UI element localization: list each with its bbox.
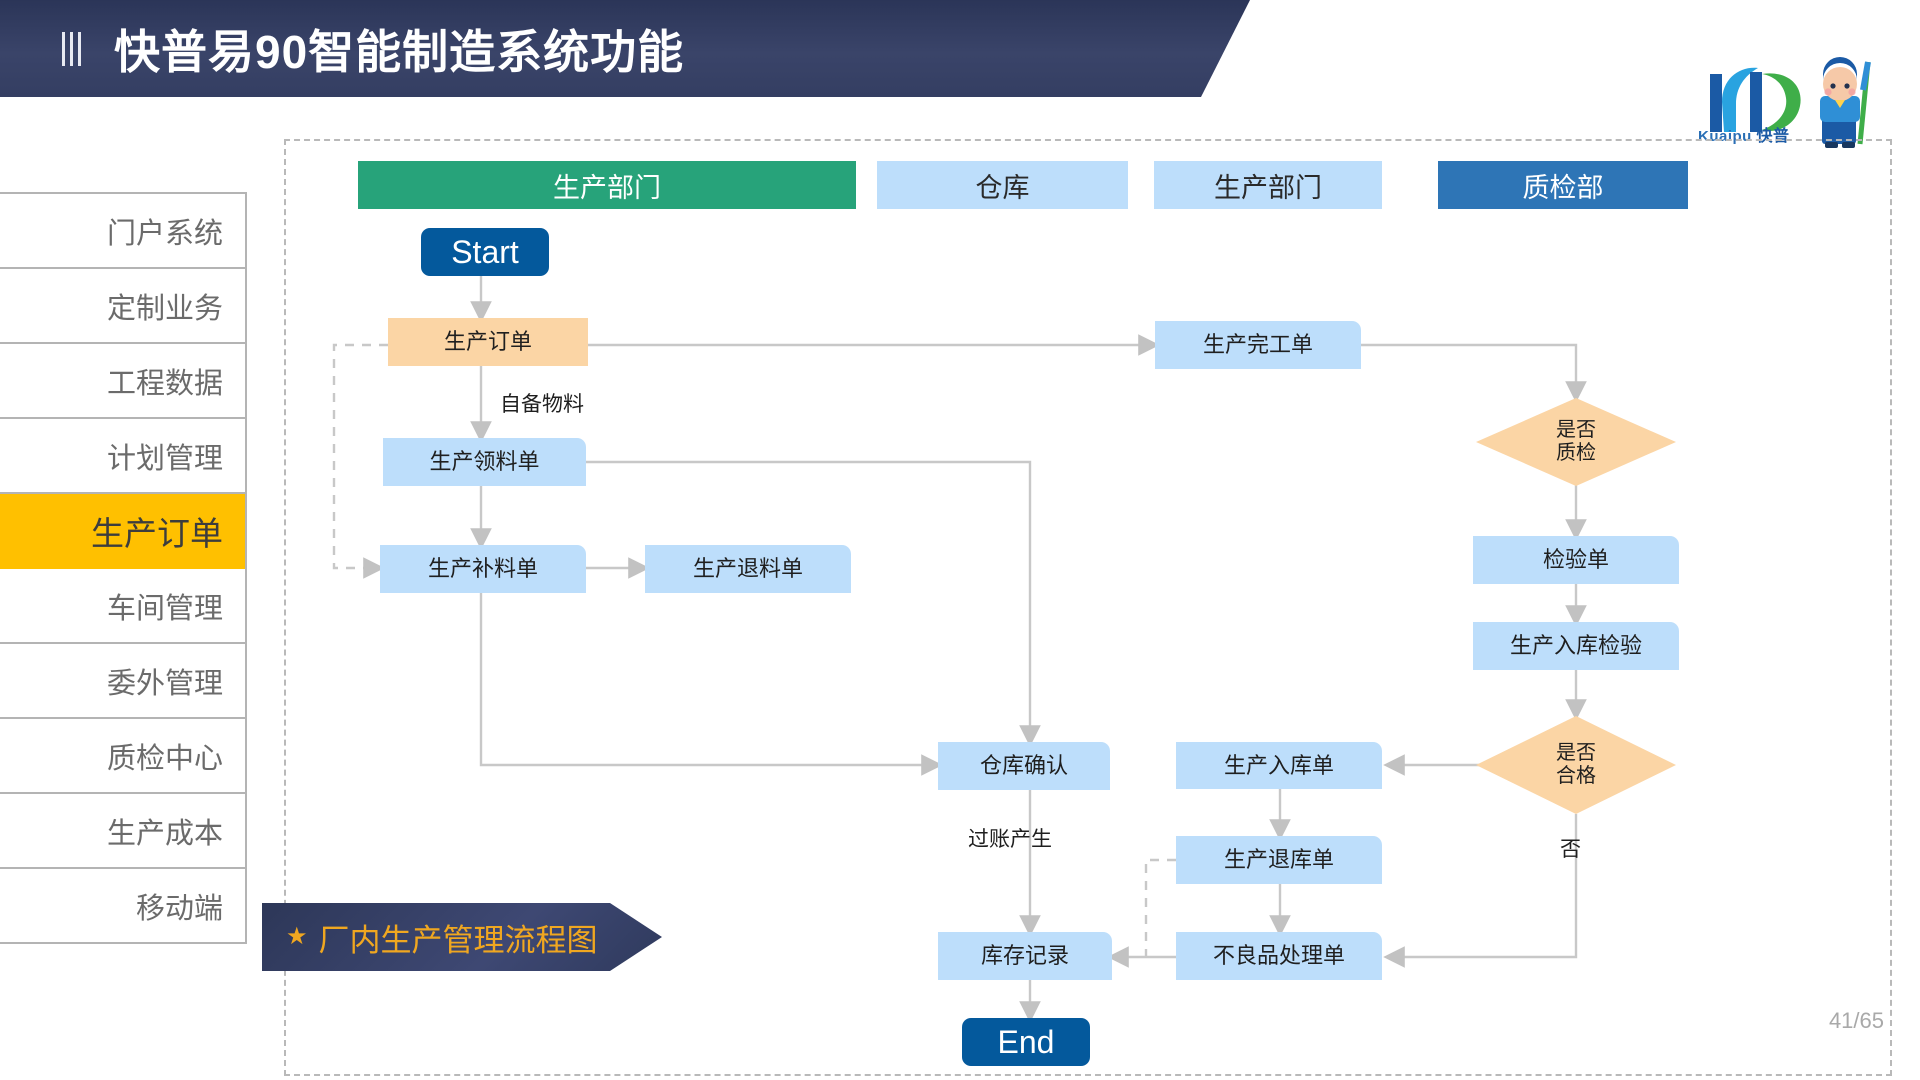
lane-header-production-2: 生产部门 (1154, 161, 1382, 209)
flowchart-canvas (284, 139, 1892, 1076)
node-pass-decision-label: 是否 合格 (1556, 742, 1596, 788)
hamburger-bars-icon (62, 31, 81, 66)
lane-label: 生产部门 (553, 172, 661, 203)
node-qc-decision-label: 是否 质检 (1556, 419, 1596, 465)
decision-line-2: 质检 (1556, 442, 1596, 464)
node-inbound-doc[interactable]: 生产入库单 (1176, 742, 1382, 789)
page-number: 41/65 (1828, 1008, 1884, 1033)
sidebar-item-label: 计划管理 (106, 442, 223, 475)
lane-header-warehouse: 仓库 (877, 161, 1128, 209)
star-icon: ★ (286, 923, 308, 950)
slide-header: 快普易90智能制造系统功能 (0, 0, 1250, 97)
kp-monogram-icon (1710, 57, 1871, 148)
node-end[interactable]: End (962, 1018, 1090, 1066)
edge-label-self-material: 自备物料 (500, 393, 584, 416)
caption-text: 厂内生产管理流程图 (318, 922, 598, 958)
node-qc-decision[interactable]: 是否 质检 (1476, 398, 1676, 486)
sidebar-item-label: 门户系统 (106, 217, 223, 250)
node-inspection-doc[interactable]: 检验单 (1473, 536, 1679, 584)
lane-label: 生产部门 (1214, 172, 1322, 203)
sidebar-item-prod-cost[interactable]: 生产成本 (0, 794, 245, 869)
node-start[interactable]: Start (421, 228, 549, 276)
lane-header-production-1: 生产部门 (358, 161, 856, 209)
decision-line-2: 合格 (1556, 765, 1596, 787)
caption-banner: ★ 厂内生产管理流程图 (262, 903, 662, 971)
page-title: 快普易90智能制造系统功能 (114, 25, 685, 78)
lane-header-qc-dept: 质检部 (1438, 161, 1688, 209)
node-production-order[interactable]: 生产订单 (388, 318, 588, 366)
node-outbound-return[interactable]: 生产退库单 (1176, 836, 1382, 884)
decision-line-1: 是否 (1556, 419, 1596, 441)
node-inbound-inspection[interactable]: 生产入库检验 (1473, 622, 1679, 670)
sidebar-item-custom[interactable]: 定制业务 (0, 269, 245, 344)
node-return-list[interactable]: 生产退料单 (645, 545, 851, 593)
node-pick-list[interactable]: 生产领料单 (383, 438, 586, 486)
sidebar-item-label: 委外管理 (106, 667, 223, 700)
sidebar-item-portal[interactable]: 门户系统 (0, 194, 245, 269)
lane-label: 仓库 (975, 172, 1030, 203)
node-refill-list[interactable]: 生产补料单 (380, 545, 586, 593)
edge-label-posting: 过账产生 (968, 828, 1052, 851)
node-stock-record[interactable]: 库存记录 (938, 932, 1112, 980)
sidebar-item-workshop[interactable]: 车间管理 (0, 569, 245, 644)
edge-label-no-branch: 否 (1560, 838, 1581, 861)
node-defect-doc[interactable]: 不良品处理单 (1176, 932, 1382, 980)
sidebar-item-mobile[interactable]: 移动端 (0, 869, 245, 944)
mascot-icon (1820, 57, 1860, 148)
sidebar-item-qc-center[interactable]: 质检中心 (0, 719, 245, 794)
lane-label: 质检部 (1522, 172, 1604, 203)
sidebar-item-engineering[interactable]: 工程数据 (0, 344, 245, 419)
brand-logo: Kuaipu 快普 (1692, 56, 1892, 148)
decision-line-1: 是否 (1556, 742, 1596, 764)
sidebar-item-label: 移动端 (135, 892, 223, 925)
sidebar-item-outsourcing[interactable]: 委外管理 (0, 644, 245, 719)
node-pass-decision[interactable]: 是否 合格 (1476, 716, 1676, 814)
sidebar-item-label: 生产订单 (91, 514, 223, 552)
node-finish-order[interactable]: 生产完工单 (1155, 321, 1361, 369)
sidebar-item-label: 定制业务 (106, 292, 223, 325)
sidebar-item-label: 质检中心 (106, 742, 223, 775)
sidebar-item-label: 工程数据 (106, 367, 223, 400)
sidebar-item-label: 车间管理 (106, 592, 223, 625)
sidebar-item-planning[interactable]: 计划管理 (0, 419, 245, 494)
sidebar-item-production-order[interactable]: 生产订单 (0, 494, 245, 569)
sidebar-item-label: 生产成本 (106, 817, 223, 850)
sidebar-nav[interactable]: 门户系统 定制业务 工程数据 计划管理 生产订单 车间管理 委外管理 质检中心 … (0, 192, 247, 944)
node-warehouse-confirm[interactable]: 仓库确认 (938, 742, 1110, 790)
